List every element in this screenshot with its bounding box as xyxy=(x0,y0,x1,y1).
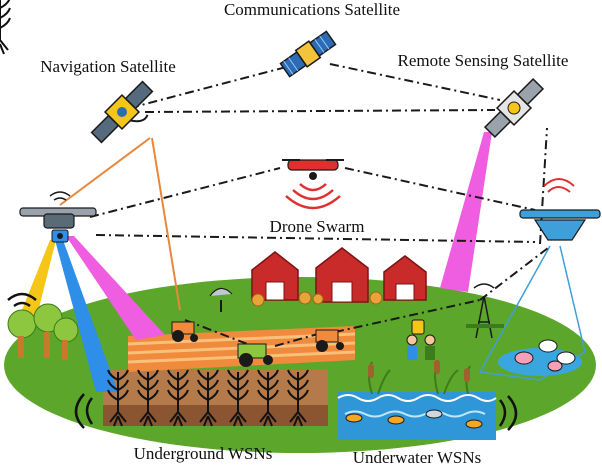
radio-tower-icon xyxy=(466,283,504,339)
underground-soil xyxy=(103,370,328,426)
hay-bale-icons xyxy=(251,291,383,307)
sensing-drone-icon xyxy=(519,178,601,241)
label-underwater-wsns: Underwater WSNs xyxy=(353,448,482,466)
drone-swarm-icon xyxy=(282,159,344,210)
fish-icon xyxy=(345,409,483,429)
underwater-area xyxy=(337,392,497,440)
uav-beam-lines xyxy=(478,245,586,381)
livestock-icon xyxy=(514,339,576,372)
beam-yellow xyxy=(18,240,56,320)
label-remote-sensing-satellite: Remote Sensing Satellite xyxy=(398,51,569,70)
camera-drone-icon xyxy=(19,191,97,243)
tractor-icon xyxy=(171,321,344,367)
tree-icon xyxy=(7,303,79,360)
signal-arcs xyxy=(7,292,518,431)
reed-icon xyxy=(368,359,471,395)
farmer-icon xyxy=(406,319,436,360)
label-navigation-satellite: Navigation Satellite xyxy=(40,57,176,76)
communications-satellite-icon xyxy=(279,30,337,78)
label-underground-wsns: Underground WSNs xyxy=(134,444,273,463)
navigation-satellite-icon xyxy=(90,80,154,144)
beam-blue xyxy=(55,240,118,392)
navigation-links xyxy=(59,137,181,311)
beam-pink-right xyxy=(440,132,492,292)
label-communications-satellite: Communications Satellite xyxy=(224,0,400,19)
label-drone-swarm: Drone Swarm xyxy=(270,217,365,236)
beam-pink-left xyxy=(66,236,165,340)
remote-sensing-satellite-icon xyxy=(483,77,545,139)
barn-icon xyxy=(251,247,427,303)
satellite-dish-icon xyxy=(209,287,233,312)
plant-roots-icon xyxy=(0,0,309,427)
